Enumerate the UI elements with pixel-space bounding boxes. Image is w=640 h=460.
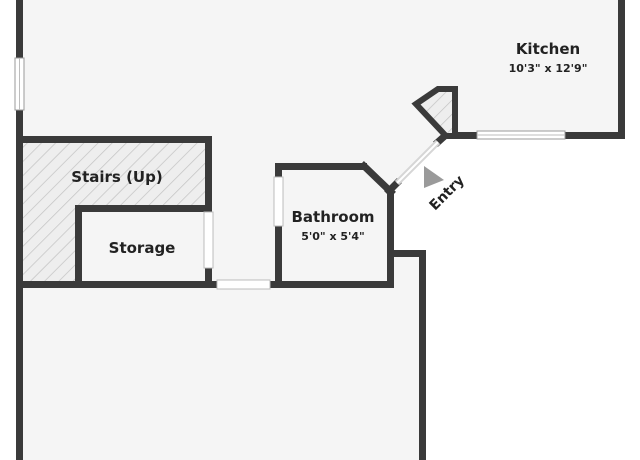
stairs-area bbox=[20, 139, 209, 284]
kitchen-dimensions: 10'3" x 12'9" bbox=[509, 62, 588, 75]
bathroom-door[interactable] bbox=[273, 176, 284, 227]
storage-label: Storage bbox=[109, 239, 176, 257]
hallway-right-wall bbox=[387, 250, 426, 257]
entry-door-edge bbox=[396, 141, 439, 184]
bathroom-label: Bathroom bbox=[291, 208, 374, 226]
stairs-top-wall bbox=[16, 136, 212, 143]
windows bbox=[14, 57, 566, 140]
stairs-label: Stairs (Up) bbox=[71, 168, 162, 186]
bathroom-dimensions: 5'0" x 5'4" bbox=[301, 230, 365, 243]
storage-left-wall bbox=[75, 205, 82, 287]
left-exterior-wall bbox=[16, 0, 23, 460]
bathroom-right-wall bbox=[387, 188, 394, 288]
storage-top-wall bbox=[75, 205, 212, 212]
door-openings bbox=[203, 176, 284, 290]
storage-floor bbox=[78, 208, 209, 284]
bathroom-top-wall bbox=[275, 163, 367, 170]
entry-arrow-icon bbox=[424, 166, 444, 188]
stairs-right-wall bbox=[205, 136, 212, 212]
entry-wall-lower bbox=[384, 178, 402, 196]
hallway-door[interactable] bbox=[216, 279, 271, 290]
bathroom-floor bbox=[279, 166, 390, 284]
bathroom-left-wall-lower bbox=[275, 226, 282, 287]
pantry-closet bbox=[411, 86, 458, 139]
kitchen-right-wall bbox=[618, 0, 625, 139]
kitchen-label: Kitchen bbox=[516, 40, 580, 58]
bathroom-corner-wall bbox=[359, 161, 396, 197]
storage-door[interactable] bbox=[203, 211, 214, 269]
hallway-east-wall bbox=[419, 250, 426, 460]
storage-bottom-wall bbox=[16, 281, 217, 288]
storage-right-wall bbox=[205, 268, 212, 287]
bathroom-bottom-wall bbox=[270, 281, 393, 288]
